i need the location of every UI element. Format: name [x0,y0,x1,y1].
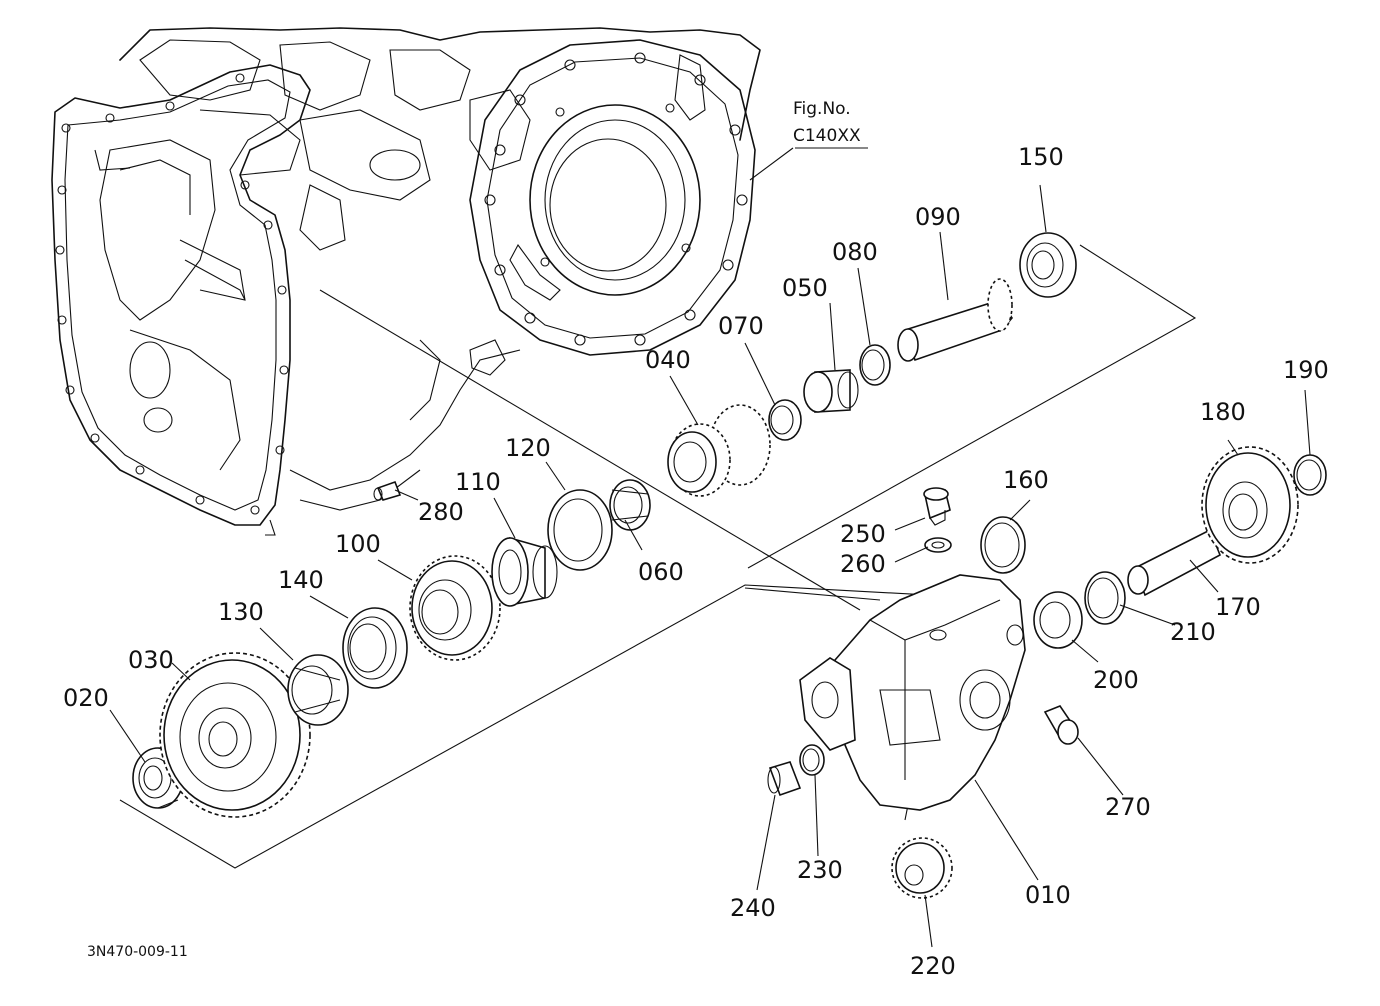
callout-080: 080 [832,238,878,266]
part-100-gear [409,555,501,661]
callout-270: 270 [1105,793,1151,821]
part-110-bushing [491,536,558,607]
leader-lines [109,147,1311,948]
callout-090: 090 [915,203,961,231]
part-140-ring [342,607,408,689]
callout-240: 240 [730,894,776,922]
callout-010: 010 [1025,881,1071,909]
callout-100: 100 [335,530,381,558]
transmission-case [51,27,761,536]
callout-070: 070 [718,312,764,340]
part-160-snap-ring [980,516,1026,574]
callout-110: 110 [455,468,501,496]
callout-050: 050 [782,274,828,302]
callout-200: 200 [1093,666,1139,694]
part-250-plug [923,487,951,526]
drawing-id: 3N470-009-11 [87,944,188,960]
part-180-gear [1201,446,1299,564]
callout-130: 130 [218,598,264,626]
assembly-lines [119,244,1197,869]
part-040-gear [667,404,771,497]
part-090-shaft [897,278,1013,362]
callout-120: 120 [505,434,551,462]
part-260-washer [924,537,952,553]
callout-170: 170 [1215,593,1261,621]
callout-190: 190 [1283,356,1329,384]
part-060-needle-bearing [609,479,651,531]
part-200-bearing [1033,591,1083,649]
part-120-washer [547,489,613,571]
part-190-snap-ring [1293,454,1327,496]
callout-210: 210 [1170,618,1216,646]
fig-no-label: Fig.No. [793,99,851,119]
callout-030: 030 [128,646,174,674]
callout-140: 140 [278,566,324,594]
part-030-large-gear [159,652,311,818]
fig-no-value: C140XX [793,126,861,146]
part-240-needle-bearing [767,761,802,797]
part-230-snap-ring [799,744,825,776]
part-280-pin [373,480,402,501]
part-220-small-gear [891,837,953,899]
part-010-housing [799,574,1026,811]
part-130-bearing [287,654,349,726]
callout-260: 260 [840,550,886,578]
part-170-shaft [1127,528,1222,597]
callout-040: 040 [645,346,691,374]
callout-280: 280 [418,498,464,526]
callout-180: 180 [1200,398,1246,426]
part-070-ring [768,399,802,441]
part-150-bearing [1019,232,1077,298]
part-270-plug [1043,705,1079,745]
callout-060: 060 [638,558,684,586]
part-080-snap-ring [859,344,891,386]
callout-220: 220 [910,952,956,980]
part-210-snap-ring [1084,571,1126,625]
callout-230: 230 [797,856,843,884]
callout-250: 250 [840,520,886,548]
callout-150: 150 [1018,143,1064,171]
callout-020: 020 [63,684,109,712]
callout-160: 160 [1003,466,1049,494]
part-050-needle-bearing [803,369,859,413]
